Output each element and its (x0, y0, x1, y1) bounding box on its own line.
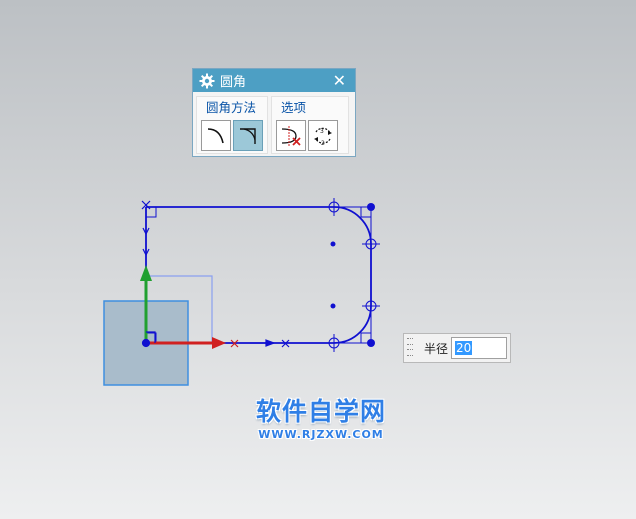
dialog-title: 圆角 (220, 75, 247, 90)
close-icon[interactable]: ✕ (332, 71, 346, 90)
create-alternate-fillet-icon: 3 2 (314, 127, 332, 147)
watermark-url: WWW.RJZXW.COM (258, 428, 384, 441)
arc-center-point[interactable] (330, 241, 336, 247)
dialog-title-bar[interactable]: 圆角 ✕ (193, 69, 355, 92)
untrimmed-corner-lines (334, 206, 372, 344)
drag-handle-icon[interactable] (407, 337, 415, 359)
fillet-method-group: 圆角方法 (196, 96, 268, 154)
x-axis-arrow[interactable] (146, 337, 226, 349)
alternate-badge-bottom: 2 (321, 140, 325, 147)
radius-value: 20 (455, 341, 473, 355)
sketch-profile[interactable] (145, 206, 372, 344)
arc-center-point[interactable] (330, 303, 336, 309)
options-group: 选项 3 (271, 96, 349, 154)
untrim-fillet-button[interactable] (233, 120, 263, 151)
reference-line (146, 275, 213, 343)
alternate-badge-top: 3 (320, 128, 324, 135)
delete-third-curve-icon (281, 125, 301, 146)
options-label: 选项 (281, 100, 307, 115)
trim-fillet-button[interactable] (201, 120, 231, 151)
fillet-dialog: 圆角 ✕ 圆角方法 选项 (192, 68, 356, 157)
perpendicular-constraint-icons (146, 207, 371, 343)
watermark: 软件自学网 WWW.RJZXW.COM (246, 392, 396, 441)
watermark-title: 软件自学网 (255, 397, 386, 426)
constraint-markers (141, 200, 290, 348)
sketch-origin[interactable] (141, 331, 156, 348)
radius-input-box: 半径 20 (403, 333, 511, 363)
create-alternate-fillet-button[interactable]: 3 2 (308, 120, 338, 151)
fillet-method-label: 圆角方法 (206, 100, 257, 115)
tangent-constraint-icons (325, 198, 380, 352)
corner-vertex-point[interactable] (367, 203, 375, 211)
corner-vertex-point[interactable] (367, 339, 375, 347)
trim-fillet-icon (207, 127, 224, 143)
delete-third-curve-button[interactable] (276, 120, 306, 151)
gear-icon[interactable] (199, 73, 215, 89)
radius-label: 半径 (424, 341, 449, 356)
red-x-marker (230, 339, 239, 348)
radius-input[interactable]: 20 (451, 337, 508, 359)
untrim-fillet-icon (240, 127, 256, 144)
